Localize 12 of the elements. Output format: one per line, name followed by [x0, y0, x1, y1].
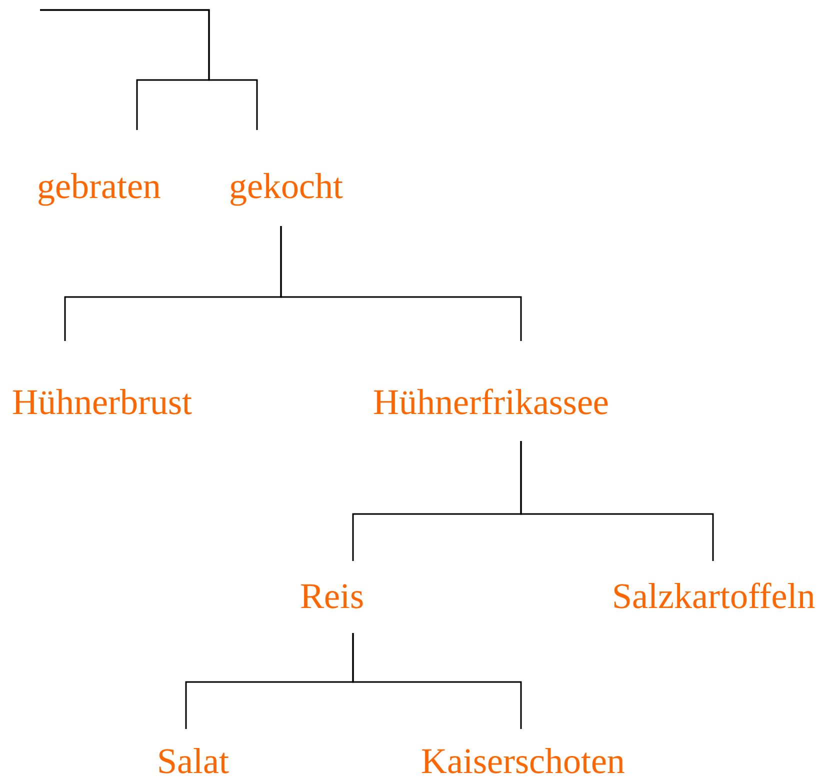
tree-connector: [40, 9, 258, 130]
tree-connector: [520, 441, 714, 561]
tree-connector: [352, 633, 522, 729]
tree-label: Hühnerfrikassee: [373, 384, 609, 420]
tree-label: Hühnerbrust: [12, 384, 192, 420]
tree-label: Salat: [157, 743, 229, 778]
tree-label: Kaiserschoten: [421, 743, 625, 778]
tree-label: Salzkartoffeln: [612, 578, 816, 614]
tree-label: gekocht: [229, 168, 343, 204]
tree-label: gebraten: [37, 168, 161, 204]
tree-connector: [280, 226, 522, 341]
tree-label: Reis: [300, 578, 364, 614]
